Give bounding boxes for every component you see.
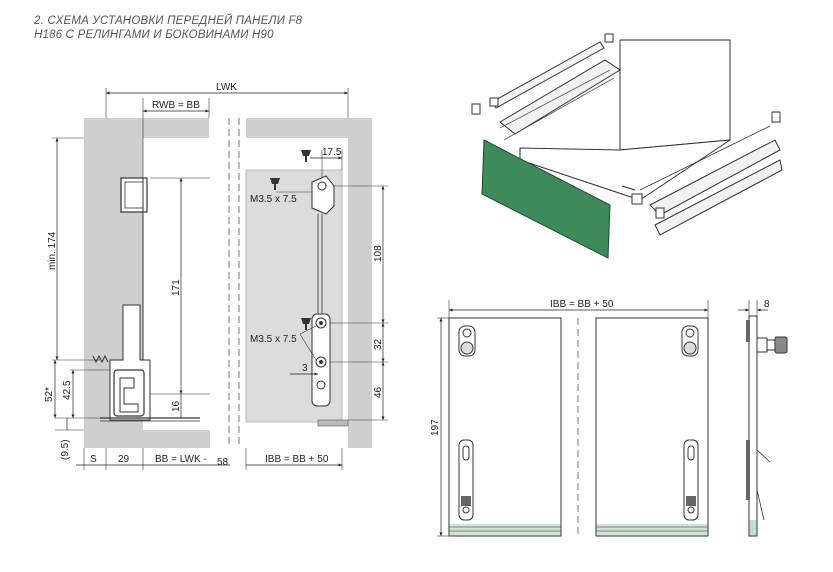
dim-s: S xyxy=(90,454,97,465)
dim-17-5: 17.5 xyxy=(322,147,342,158)
left-side-rail xyxy=(499,59,621,135)
label-m35-mid: M3.5 x 7.5 xyxy=(250,334,297,345)
dim-ibb-panel: IBB = BB + 50 xyxy=(550,299,614,310)
screw-icon xyxy=(270,178,280,190)
cabinet-bottom xyxy=(84,430,210,448)
dim-8: 8 xyxy=(764,299,770,310)
cabinet-top-wall xyxy=(143,118,209,138)
dim-rwb: RWB = BB xyxy=(152,100,200,111)
top-fitting-right xyxy=(681,325,699,357)
dim-bb-lwk: BB = LWK - xyxy=(155,454,207,465)
screw-icon xyxy=(301,150,311,162)
title-line-1: 2. СХЕМА УСТАНОВКИ ПЕРЕДНЕЙ ПАНЕЛИ F8 xyxy=(34,15,303,27)
dim-16: 16 xyxy=(171,400,182,412)
top-fitting-left xyxy=(458,325,476,357)
dim-58: 58 xyxy=(217,457,229,468)
bottom-fitting-right xyxy=(683,439,699,521)
front-side-wall xyxy=(348,118,372,448)
page-title: 2. СХЕМА УСТАНОВКИ ПЕРЕДНЕЙ ПАНЕЛИ F8 H1… xyxy=(34,14,302,42)
dim-197: 197 xyxy=(430,419,441,436)
dim-ibb-front: IBB = BB + 50 xyxy=(265,454,329,465)
spring-icon xyxy=(92,354,109,364)
dim-171: 171 xyxy=(171,279,182,296)
panel-inner-view: IBB = BB + 50 xyxy=(430,299,709,537)
dim-46: 46 xyxy=(373,386,384,398)
bottom-fitting-left xyxy=(458,439,474,521)
front-mount-view: M3.5 x 7.5 M3.5 x 7.5 17.5 108 32 46 3 xyxy=(238,118,388,470)
drawer-bottom xyxy=(519,139,731,201)
screw-icon xyxy=(301,318,311,330)
dim-29: 29 xyxy=(118,454,130,465)
green-front-panel xyxy=(481,139,611,259)
side-profile-view: 8 xyxy=(738,299,788,537)
dim-52: 52* xyxy=(44,387,55,402)
dim-lwk: LWK xyxy=(216,82,237,93)
dim-3: 3 xyxy=(302,363,308,374)
dim-32: 32 xyxy=(373,338,384,350)
dim-min174: min. 174 xyxy=(47,231,58,270)
section-view: LWK RWB = BB min. 174 52* 42.5 (9.5) 171… xyxy=(44,82,349,470)
drawer-isometric xyxy=(471,33,783,259)
dim-9-5: (9.5) xyxy=(60,439,71,460)
title-line-2: H186 С РЕЛИНГАМИ И БОКОВИНАМИ H90 xyxy=(34,29,274,41)
dim-42-5: 42.5 xyxy=(62,380,73,400)
cam-knob-icon xyxy=(774,336,788,354)
dim-108: 108 xyxy=(373,245,384,262)
label-m35-top: M3.5 x 7.5 xyxy=(250,194,297,205)
side-panel-profile xyxy=(748,315,758,537)
